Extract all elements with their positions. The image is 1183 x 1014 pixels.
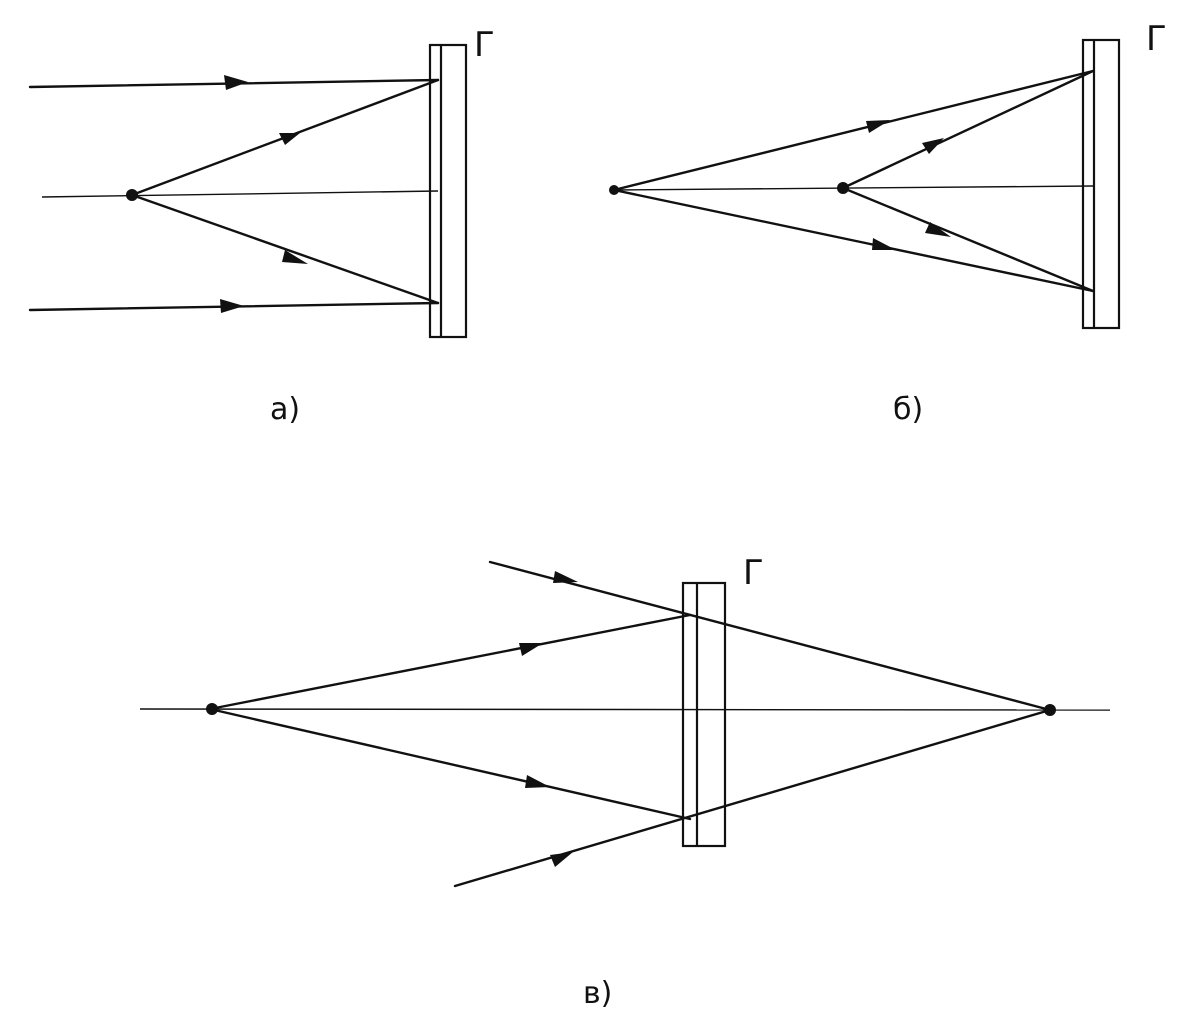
optical-axis-a xyxy=(41,190,439,198)
arrow-icon xyxy=(224,75,248,90)
caption-v: в) xyxy=(583,976,612,1011)
point-source-a xyxy=(126,189,138,201)
panel-b: Г б) xyxy=(609,19,1167,427)
near-ray-down-b xyxy=(841,186,1095,293)
arrow-icon xyxy=(922,138,944,154)
caption-b: б) xyxy=(893,392,923,427)
image-point-v xyxy=(1044,704,1056,716)
caption-a: a) xyxy=(270,392,300,427)
reference-ray-bottom-v xyxy=(453,708,1052,888)
object-ray-down-v xyxy=(208,707,692,821)
source-ray-down-b xyxy=(612,188,1095,293)
arrow-icon xyxy=(550,852,573,867)
object-ray-down-a xyxy=(130,193,440,305)
panel-v: Г в) xyxy=(139,553,1111,1011)
arrow-icon xyxy=(282,250,308,264)
arrow-icon xyxy=(872,238,896,250)
reference-ray-top-v xyxy=(488,560,1052,712)
optical-axis-v xyxy=(139,708,1111,711)
plate-label-b: Г xyxy=(1146,19,1167,59)
hologram-plate-b xyxy=(1081,38,1121,330)
plate-label-a: Г xyxy=(474,25,495,65)
arrow-icon xyxy=(279,133,300,145)
near-ray-up-b xyxy=(841,69,1095,190)
arrow-icon xyxy=(525,775,550,788)
arrow-icon xyxy=(519,643,543,656)
source-ray-up-b xyxy=(612,69,1095,192)
point-source-v xyxy=(206,703,218,715)
point-source-near-b xyxy=(837,182,849,194)
point-source-far-b xyxy=(609,185,619,195)
arrow-icon xyxy=(925,222,951,237)
arrow-icon xyxy=(866,120,890,133)
optical-axis-b xyxy=(613,185,1094,191)
plate-label-v: Г xyxy=(743,553,764,593)
panel-a: Г a) xyxy=(28,25,495,427)
arrow-icon xyxy=(553,571,578,583)
object-ray-up-v xyxy=(208,613,692,711)
arrow-icon xyxy=(220,299,244,313)
hologram-plate-v xyxy=(681,581,727,848)
